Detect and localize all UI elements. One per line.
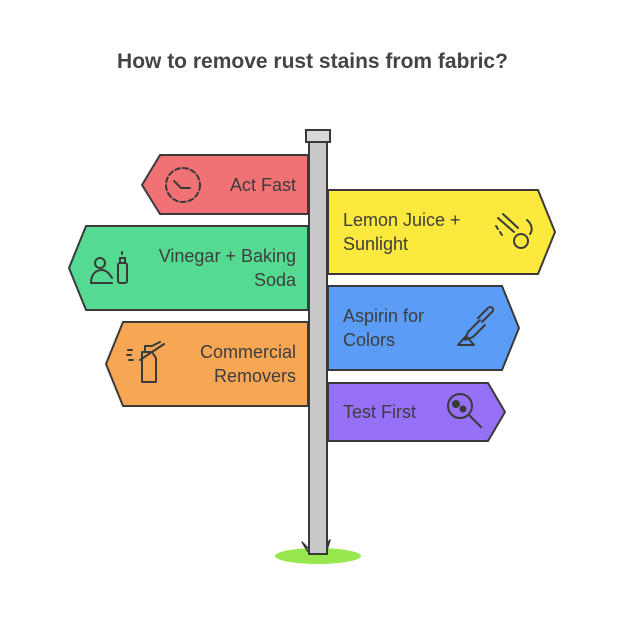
sign-label-test-first: Test First (343, 402, 417, 422)
sign-test-first (327, 382, 506, 442)
person-bottle-icon (90, 251, 128, 284)
sign-act-fast (141, 154, 309, 215)
sign-commercial-removers (105, 321, 309, 407)
sign-label-vinegar-baking-soda: Vinegar + Baking Soda (158, 246, 296, 290)
sign-label-aspirin: Aspirin for Colors (343, 306, 425, 350)
sign-lemon-juice (327, 189, 556, 275)
sign-label-commercial-removers: Commercial Removers (199, 342, 296, 386)
sign-label-lemon-juice: Lemon Juice + Sunlight (343, 210, 461, 254)
signpost-pole (305, 129, 331, 555)
sign-aspirin (327, 285, 520, 371)
clock-icon (165, 167, 201, 203)
sign-vinegar-baking-soda (68, 225, 309, 311)
spray-bottle-icon (126, 341, 165, 383)
page-title: How to remove rust stains from fabric? (117, 50, 508, 73)
sign-label-act-fast: Act Fast (229, 175, 296, 195)
lemon-squeeze-icon (495, 213, 533, 249)
pipette-icon (457, 305, 495, 346)
magnifier-stain-icon (447, 393, 482, 428)
